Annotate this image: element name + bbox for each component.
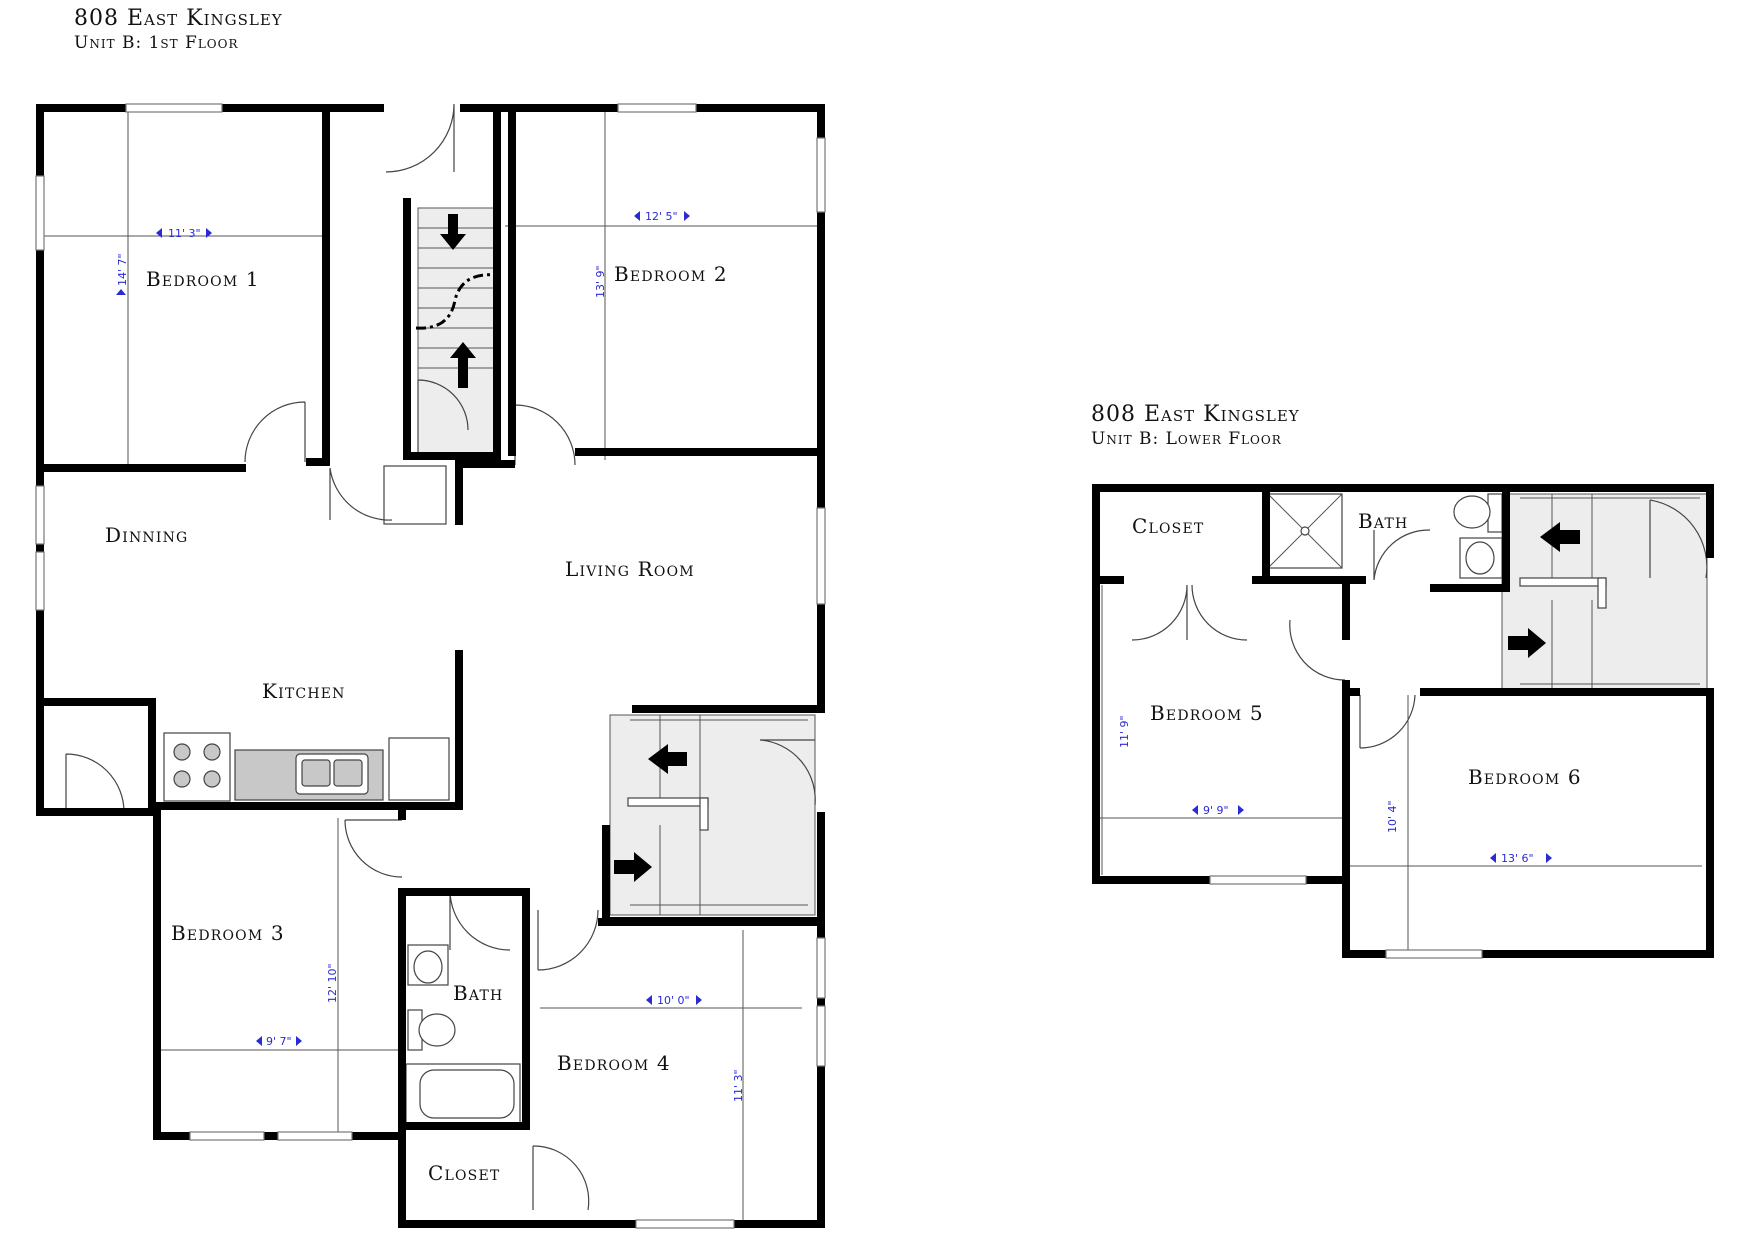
bathtub bbox=[405, 1063, 521, 1125]
kitchen-sink bbox=[295, 753, 369, 795]
svg-text:14' 7": 14' 7" bbox=[116, 253, 129, 286]
label-bedroom-3: Bedroom 3 bbox=[171, 921, 285, 945]
toilet bbox=[407, 1009, 456, 1051]
lower-toilet bbox=[1453, 493, 1503, 533]
svg-text:9' 7": 9' 7" bbox=[266, 1035, 292, 1048]
windows-first-floor bbox=[35, 103, 826, 1229]
dim-b2-width: 12' 5" bbox=[634, 210, 690, 223]
label-bedroom-4: Bedroom 4 bbox=[557, 1051, 671, 1075]
dim-b5-width: 9' 9" bbox=[1192, 804, 1244, 817]
upper-title: 808 East Kingsley bbox=[74, 6, 283, 31]
doors-lower-floor bbox=[1131, 499, 1708, 749]
label-bedroom-2: Bedroom 2 bbox=[614, 262, 728, 286]
label-closet: Closet bbox=[428, 1161, 500, 1185]
lower-title: 808 East Kingsley bbox=[1091, 402, 1300, 427]
lower-floor-plan: Closet Bath Bedroom 5 Bedroom 6 9' 9" 11… bbox=[1092, 484, 1714, 959]
dim-b6-height: 10' 4" bbox=[1386, 800, 1399, 833]
lower-stair-right-arrow-icon bbox=[1508, 628, 1546, 658]
dim-b4-height: 11' 3" bbox=[732, 1069, 745, 1102]
stair-up-arrow-icon bbox=[450, 342, 476, 388]
svg-text:12' 5": 12' 5" bbox=[645, 210, 678, 223]
label-lower-bath: Bath bbox=[1358, 509, 1408, 533]
svg-text:13' 6": 13' 6" bbox=[1501, 852, 1534, 865]
svg-text:11' 9": 11' 9" bbox=[1118, 715, 1131, 748]
svg-text:12' 10": 12' 10" bbox=[326, 963, 339, 1003]
bath-sink bbox=[407, 944, 449, 986]
dim-b3-width: 9' 7" bbox=[256, 1035, 302, 1048]
walls-first-floor bbox=[36, 104, 825, 1228]
dim-b4-width: 10' 0" bbox=[646, 994, 702, 1007]
label-living-room: Living Room bbox=[565, 557, 695, 581]
stair-down-arrow-icon bbox=[440, 214, 466, 250]
dim-b5-height: 11' 9" bbox=[1118, 715, 1131, 748]
dim-b1-width: 11' 3" bbox=[156, 227, 212, 240]
label-bedroom-5: Bedroom 5 bbox=[1150, 701, 1264, 725]
stair-left-arrow-icon bbox=[648, 744, 687, 774]
stair-right-arrow-icon bbox=[614, 852, 652, 882]
stairs-right bbox=[609, 714, 816, 916]
upper-subtitle: Unit B: 1st Floor bbox=[74, 33, 239, 53]
label-bedroom-6: Bedroom 6 bbox=[1468, 765, 1582, 789]
svg-text:11' 3": 11' 3" bbox=[168, 227, 201, 240]
svg-text:11' 3": 11' 3" bbox=[732, 1069, 745, 1102]
label-bedroom-1: Bedroom 1 bbox=[146, 267, 260, 291]
dim-b6-width: 13' 6" bbox=[1490, 852, 1552, 865]
dim-b3-height: 12' 10" bbox=[326, 963, 339, 1003]
windows-lower-floor bbox=[1209, 875, 1483, 959]
svg-text:10' 0": 10' 0" bbox=[657, 994, 690, 1007]
dim-b1-height: 14' 7" bbox=[116, 253, 129, 295]
lower-sink bbox=[1459, 537, 1503, 579]
label-kitchen: Kitchen bbox=[262, 679, 346, 703]
label-bath: Bath bbox=[453, 981, 503, 1005]
refrigerator bbox=[388, 737, 450, 801]
svg-text:10' 4": 10' 4" bbox=[1386, 800, 1399, 833]
dim-b2-height: 13' 9" bbox=[594, 265, 607, 298]
lower-stair-left-arrow-icon bbox=[1540, 522, 1580, 552]
first-floor-plan: Bedroom 1 Bedroom 2 Dinning Living Room … bbox=[35, 103, 826, 1229]
utility-box bbox=[383, 465, 447, 525]
label-dinning: Dinning bbox=[105, 523, 188, 547]
stove bbox=[163, 732, 231, 802]
svg-text:13' 9": 13' 9" bbox=[594, 265, 607, 298]
label-lower-closet: Closet bbox=[1132, 514, 1204, 538]
lower-subtitle: Unit B: Lower Floor bbox=[1091, 429, 1282, 449]
stair-break-line bbox=[415, 273, 497, 330]
svg-text:9' 9": 9' 9" bbox=[1203, 804, 1229, 817]
shower bbox=[1267, 493, 1343, 569]
